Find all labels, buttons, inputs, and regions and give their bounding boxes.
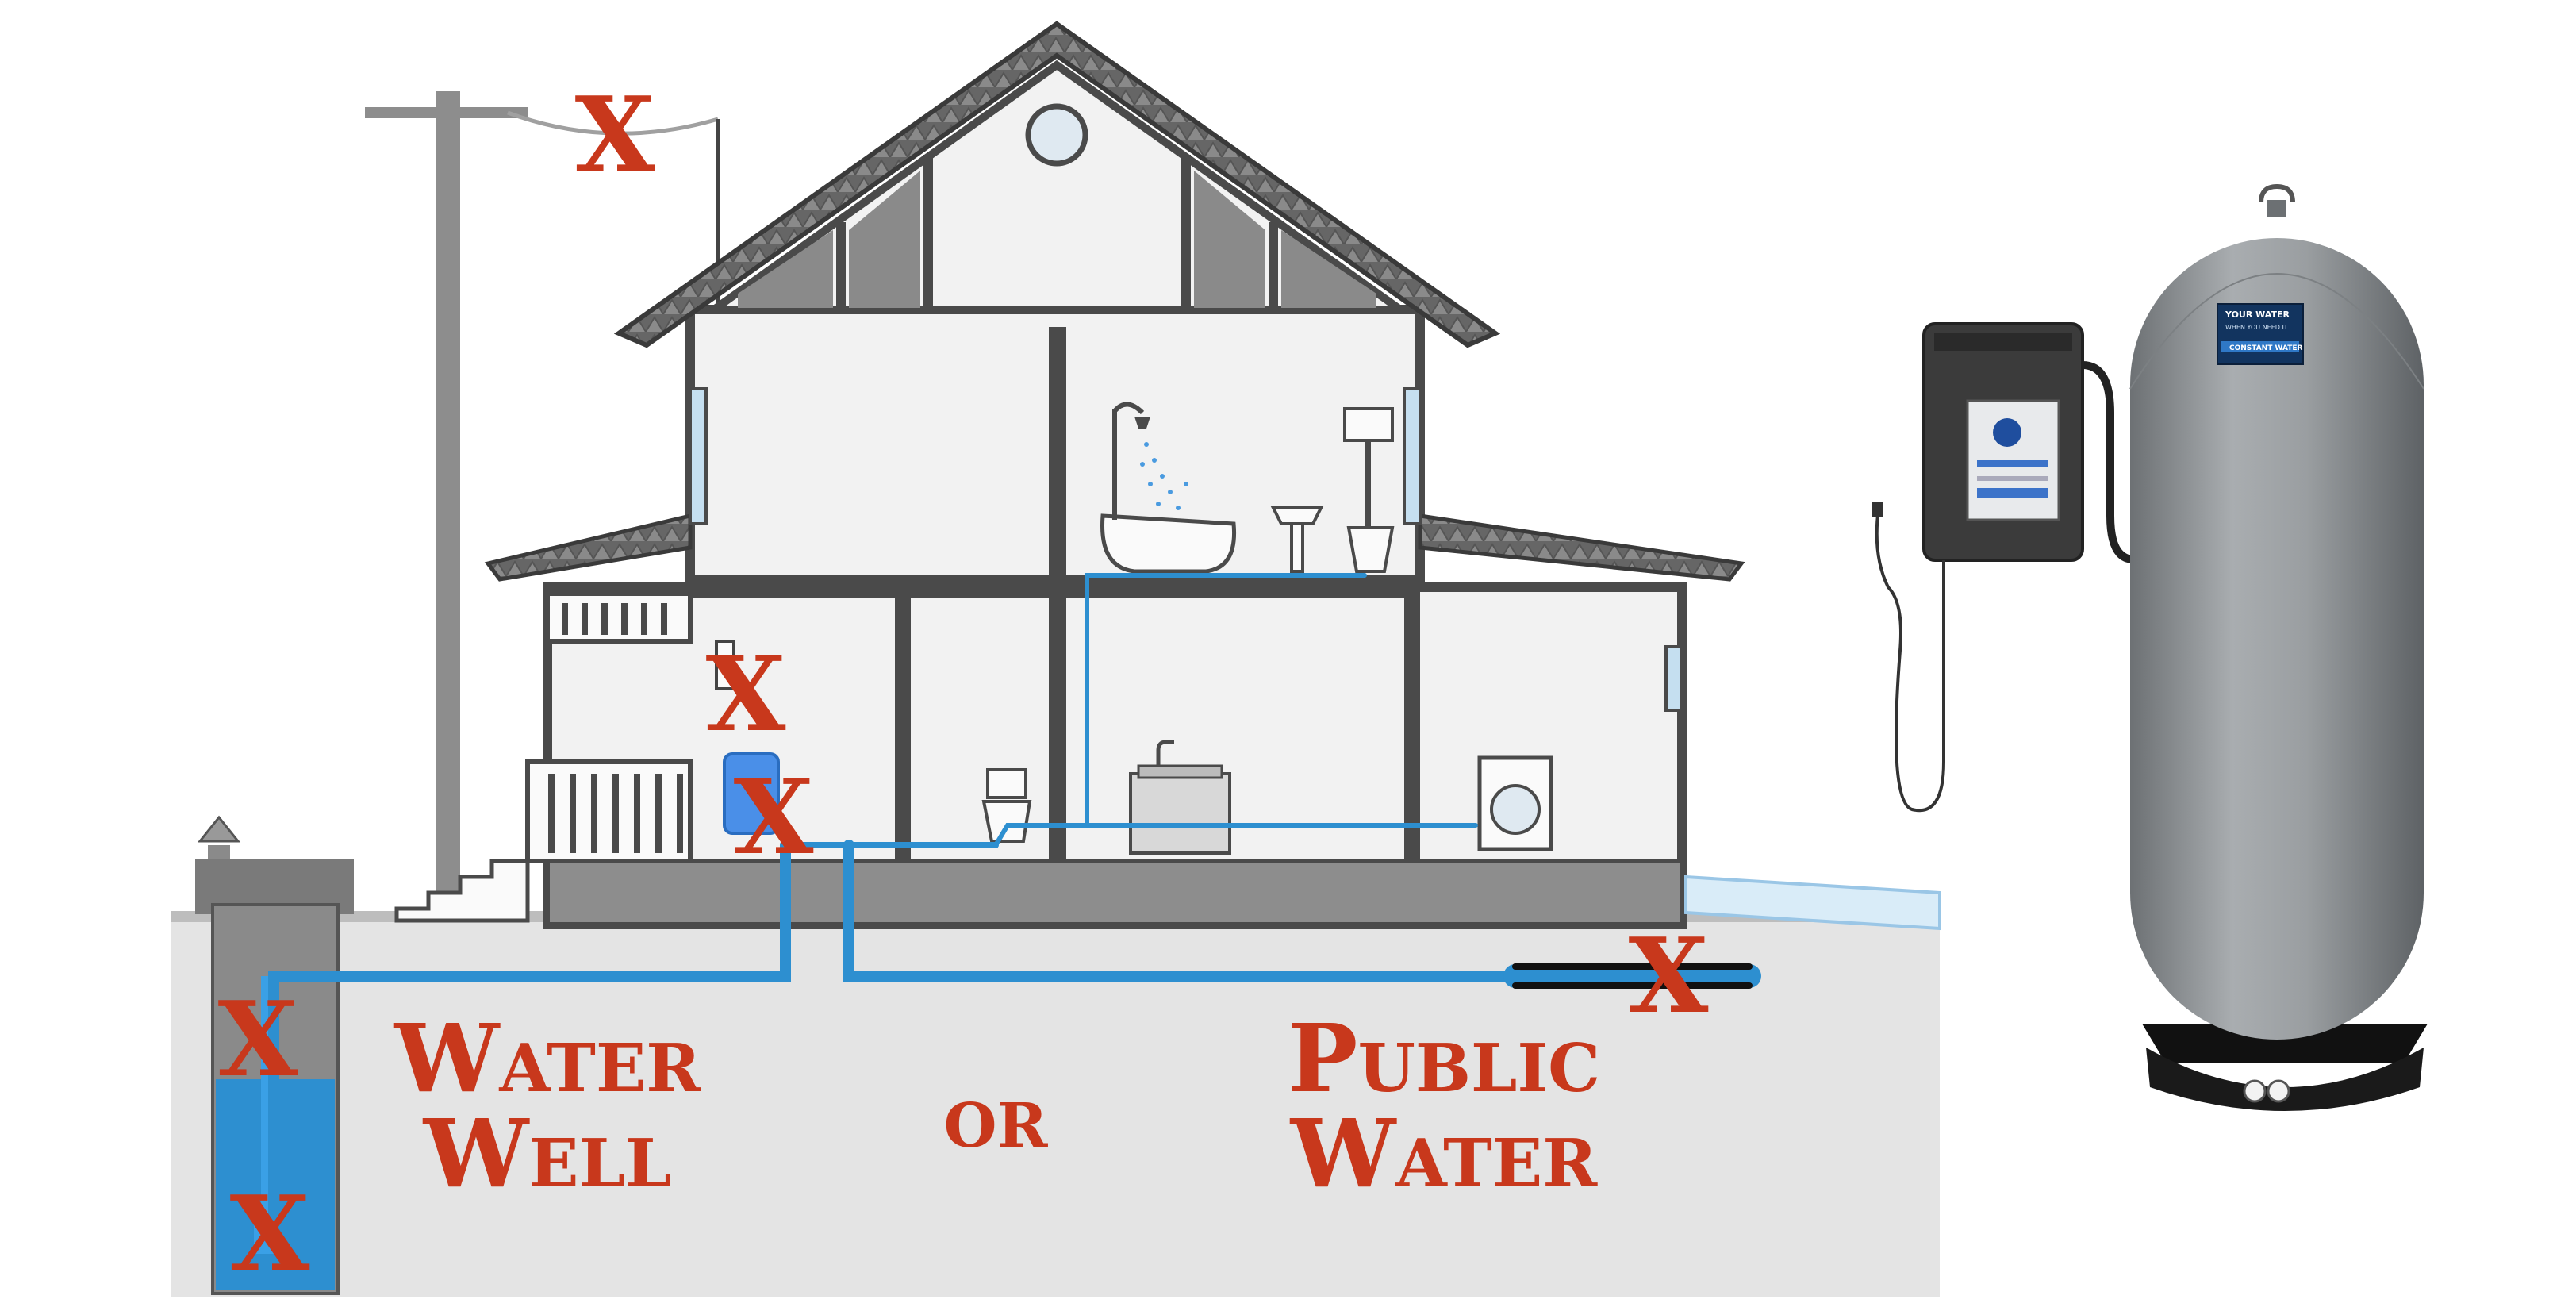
tank-body <box>2130 238 2424 1040</box>
pressure-tank-in-house <box>723 752 780 835</box>
house <box>394 21 1745 929</box>
sink-upstairs <box>1270 506 1324 573</box>
source-labels: Water Well or Public Water <box>393 1003 1600 1209</box>
marker-public-main: X <box>1629 915 1709 1036</box>
water-pipes <box>268 573 1761 1244</box>
controller-gauge-icon <box>1993 418 2021 447</box>
water-well <box>195 815 354 1295</box>
bathtub <box>1100 402 1237 574</box>
drain-pipe <box>1684 875 1941 931</box>
tank-sticker-line2: WHEN YOU NEED IT <box>2225 324 2288 331</box>
marker-power-line: X <box>575 74 655 195</box>
failure-markers: X X X X X X <box>218 74 1709 1294</box>
marker-pressure-tank: X <box>734 756 814 878</box>
marker-well-pump: X <box>230 1173 310 1294</box>
tank-sticker-line1: YOUR WATER <box>2225 309 2290 320</box>
label-public-water-line1: Public <box>1288 1003 1601 1113</box>
kitchen-sink <box>1129 740 1231 855</box>
label-public-water-line2: Water <box>1289 1098 1598 1209</box>
toilet-downstairs <box>981 768 1032 843</box>
marker-electric-panel: X <box>706 633 786 755</box>
toilet-upstairs <box>1343 407 1395 573</box>
label-or: or <box>943 1065 1048 1167</box>
washing-machine <box>1477 755 1553 851</box>
marker-well-pipe: X <box>218 978 298 1100</box>
label-water-well-line1: Water <box>393 1003 701 1113</box>
attic-window <box>1025 103 1088 167</box>
label-water-well-line2: Well <box>422 1098 672 1209</box>
tank-sticker-line3: CONSTANT WATER <box>2229 344 2303 352</box>
tank-sticker: YOUR WATER WHEN YOU NEED IT CONSTANT WAT… <box>2217 303 2304 365</box>
storage-tank: YOUR WATER WHEN YOU NEED IT CONSTANT WAT… <box>2129 183 2428 1111</box>
controller-unit <box>1872 322 2135 813</box>
